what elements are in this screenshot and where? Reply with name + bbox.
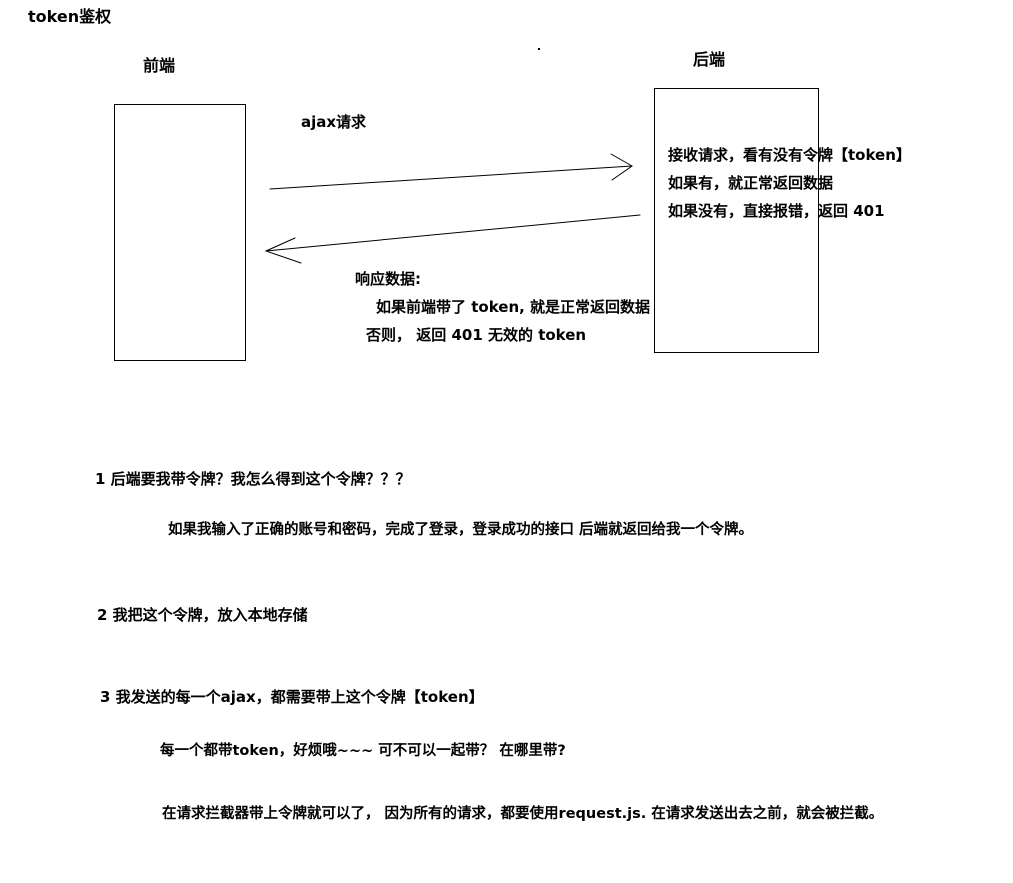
backend-line-2: 如果有，就正常返回数据	[668, 174, 834, 192]
frontend-label: 前端	[143, 56, 176, 75]
backend-box	[654, 88, 819, 353]
response-title: 响应数据:	[355, 270, 421, 288]
note-1-detail: 如果我输入了正确的账号和密码，完成了登录，登录成功的接口 后端就返回给我一个令牌…	[168, 522, 754, 538]
note-1-heading: 1 后端要我带令牌？我怎么得到这个令牌？？？	[95, 470, 411, 488]
response-line-2: 否则， 返回 401 无效的 token	[366, 326, 587, 344]
response-arrowhead	[264, 237, 302, 264]
stray-dot	[538, 48, 540, 50]
backend-line-1: 接收请求，看有没有令牌【token】	[668, 146, 911, 164]
request-label: ajax请求	[301, 113, 367, 131]
response-line-1: 如果前端带了 token, 就是正常返回数据	[376, 298, 651, 316]
request-arrowhead	[610, 153, 633, 181]
response-arrow-line	[265, 214, 641, 252]
note-2-heading: 2 我把这个令牌，放入本地存储	[97, 606, 308, 624]
backend-label: 后端	[693, 50, 726, 69]
note-3-detail-2: 在请求拦截器带上令牌就可以了， 因为所有的请求，都要使用request.js. …	[162, 806, 884, 822]
frontend-box	[114, 104, 246, 361]
note-3-heading: 3 我发送的每一个ajax，都需要带上这个令牌【token】	[100, 688, 484, 706]
backend-line-3: 如果没有，直接报错，返回 401	[668, 202, 885, 220]
page-title: token鉴权	[28, 7, 112, 26]
note-3-detail-1: 每一个都带token，好烦哦~~~ 可不可以一起带？ 在哪里带?	[160, 743, 566, 759]
request-arrow-line	[269, 165, 633, 190]
